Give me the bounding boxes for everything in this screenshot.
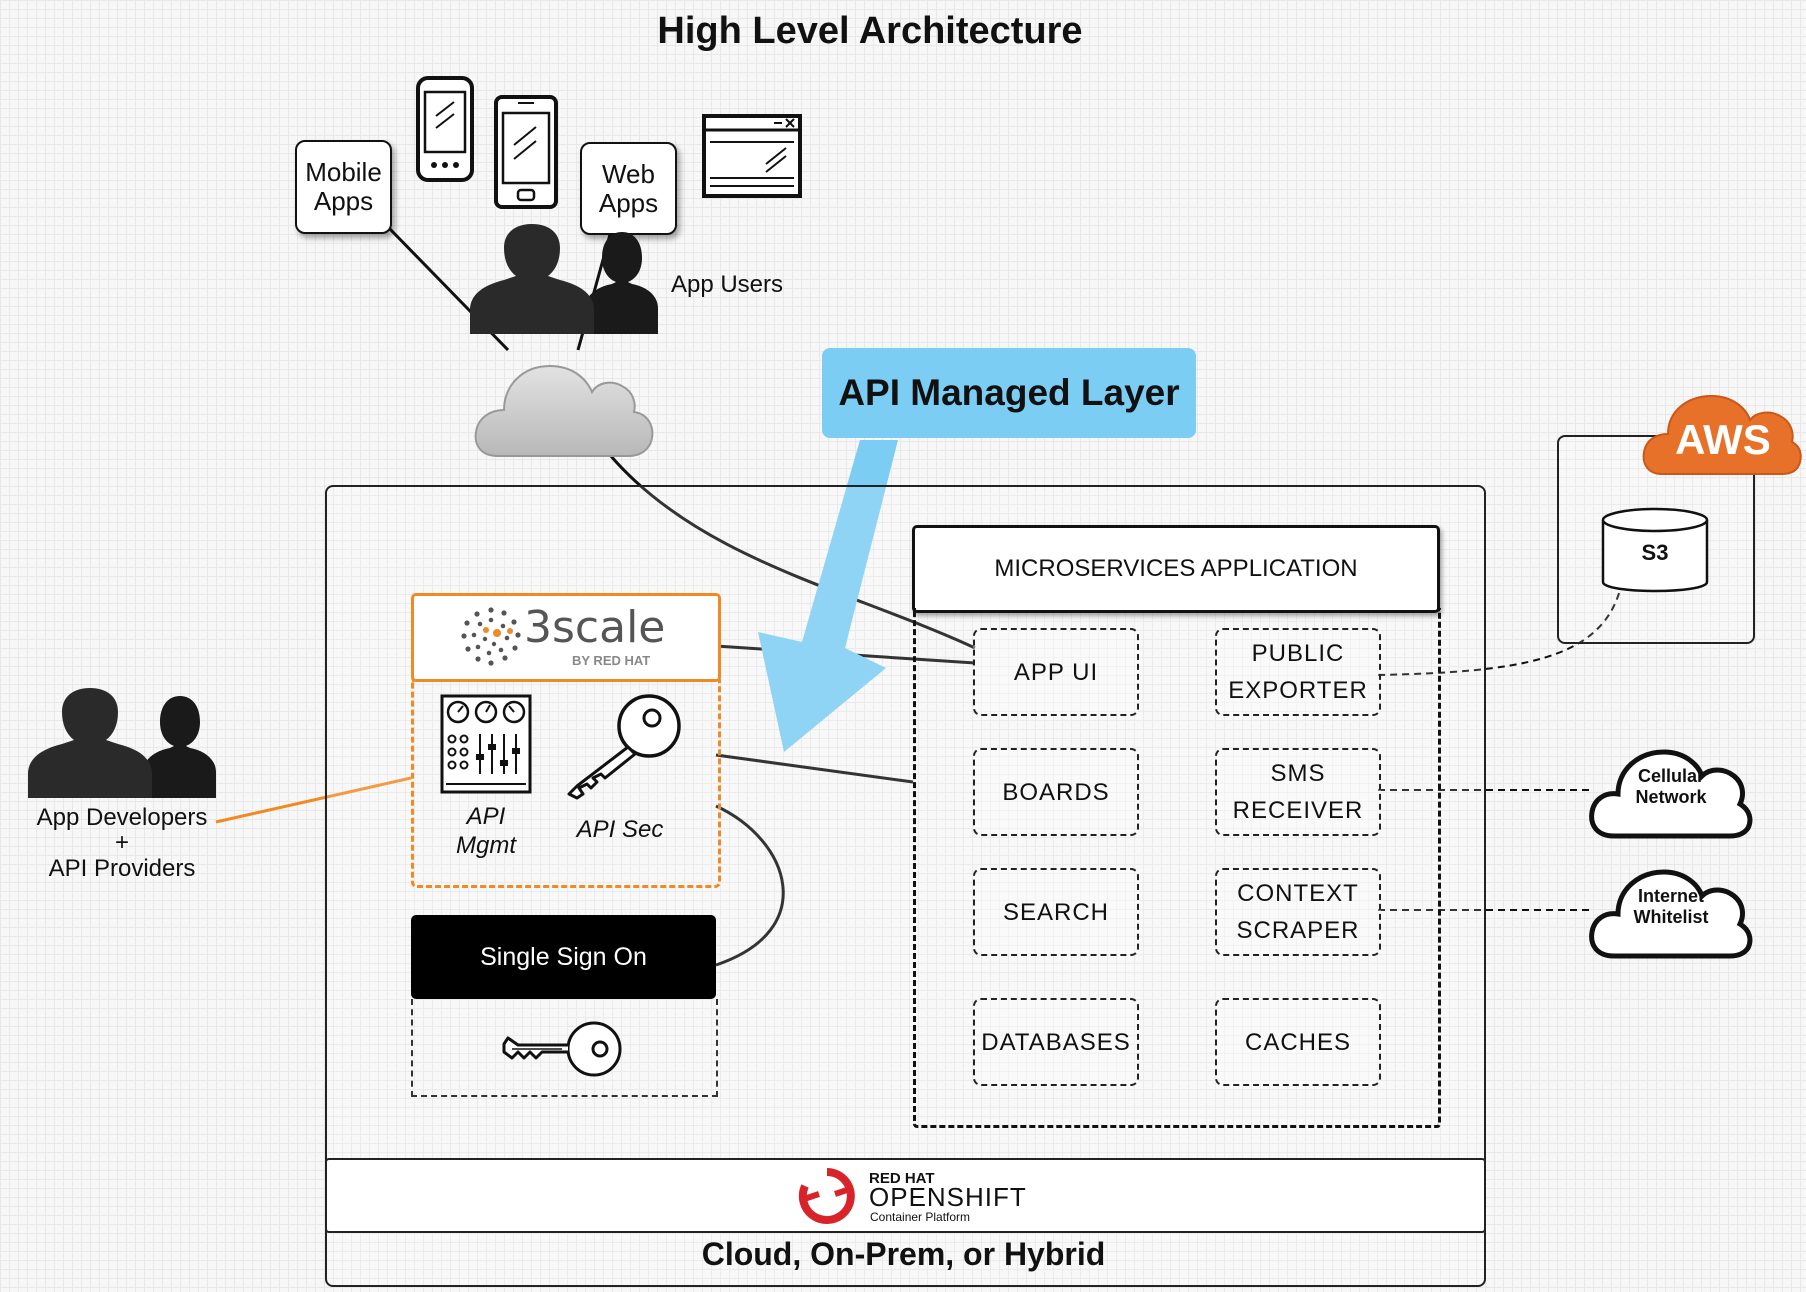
cellular-network-cloud-icon [1589,749,1753,839]
service-databases-label: DATABASES [981,1028,1131,1056]
aws-cloud-badge [1642,394,1802,475]
threescale-logo-icon [461,607,521,666]
callout-pointer-arrow [758,440,898,752]
web-apps-bubble: Web Apps [580,142,677,235]
service-context-scraper-label: CONTEXT SCRAPER [1236,880,1360,944]
app-users-label: App Users [670,271,784,298]
web-apps-label: Web Apps [598,158,659,218]
service-caches: CACHES [1215,998,1381,1086]
app-developers-icon [28,688,216,798]
service-app-ui: APP UI [973,628,1139,716]
app-developers-line1: App Developers [36,804,208,831]
s3-label: S3 [1641,540,1669,565]
browser-window-icon [702,114,802,198]
apisec-to-micro-line [715,753,914,784]
mobile-apps-label: Mobile Apps [305,157,382,216]
service-search-label: SEARCH [1002,898,1110,926]
mobile-apps-bubble: Mobile Apps [295,140,392,234]
service-app-ui-label: APP UI [1013,658,1099,686]
exporter-to-s3-line [1377,589,1621,676]
openshift-brand-line1: RED HAT [869,1170,935,1187]
internet-whitelist-cloud-icon [1589,869,1753,959]
app-developers-plus: + [114,829,129,856]
sso-key-icon [502,1021,622,1077]
cellular-network-label: Cellular Network [1635,766,1707,807]
single-sign-on-header: Single Sign On [411,915,716,999]
microservices-header: MICROSERVICES APPLICATION [912,525,1440,613]
internet-cloud-icon [474,364,654,457]
aws-label: AWS [1675,416,1771,463]
apisec-to-sso-line [715,804,785,967]
sso-box [411,999,718,1097]
deployment-target-label: Cloud, On-Prem, or Hybrid [701,1236,1106,1272]
app-users-icon [470,224,658,334]
cloud-to-appui-line [608,454,976,650]
app-developers-label: App Developers + API Providers [20,803,224,883]
service-sms-receiver-label: SMS RECEIVER [1232,760,1364,824]
service-boards-label: BOARDS [1002,778,1110,806]
service-search: SEARCH [973,868,1139,956]
threescale-components [411,679,721,888]
service-public-exporter: PUBLIC EXPORTER [1215,628,1381,716]
diagram-title: High Level Architecture [657,10,1083,52]
api-mgmt-label: API Mgmt [456,803,516,859]
openshift-platform-bar: RED HAT OPENSHIFT Container Platform [325,1158,1486,1233]
smartphone-icon [416,76,474,182]
openshift-brand-line3: Container Platform [870,1210,971,1224]
s3-bucket-icon [1601,507,1709,593]
api-sec-label: API Sec [576,816,664,843]
tablet-phone-icon [494,95,558,209]
developers-to-mgmt-line [215,776,412,824]
service-public-exporter-label: PUBLIC EXPORTER [1228,640,1368,704]
openshift-brand-line2: OPENSHIFT [869,1182,1027,1212]
app-developers-line3: API Providers [48,855,196,882]
threescale-header: 3scale BY RED HAT [411,593,721,682]
api-mgmt-console-icon [440,694,532,794]
api-sec-key-icon [567,694,681,800]
threescale-byline: BY RED HAT [572,653,651,668]
openshift-logo-icon [798,1168,855,1224]
internet-whitelist-label: Internet Whitelist [1633,886,1709,927]
service-caches-label: CACHES [1244,1028,1352,1056]
service-databases: DATABASES [973,998,1139,1086]
service-context-scraper: CONTEXT SCRAPER [1215,868,1381,956]
service-boards: BOARDS [973,748,1139,836]
api-managed-layer-callout: API Managed Layer [822,348,1196,438]
microservices-boundary [913,608,1441,1128]
threescale-brand: 3scale [524,602,666,653]
service-sms-receiver: SMS RECEIVER [1215,748,1381,836]
